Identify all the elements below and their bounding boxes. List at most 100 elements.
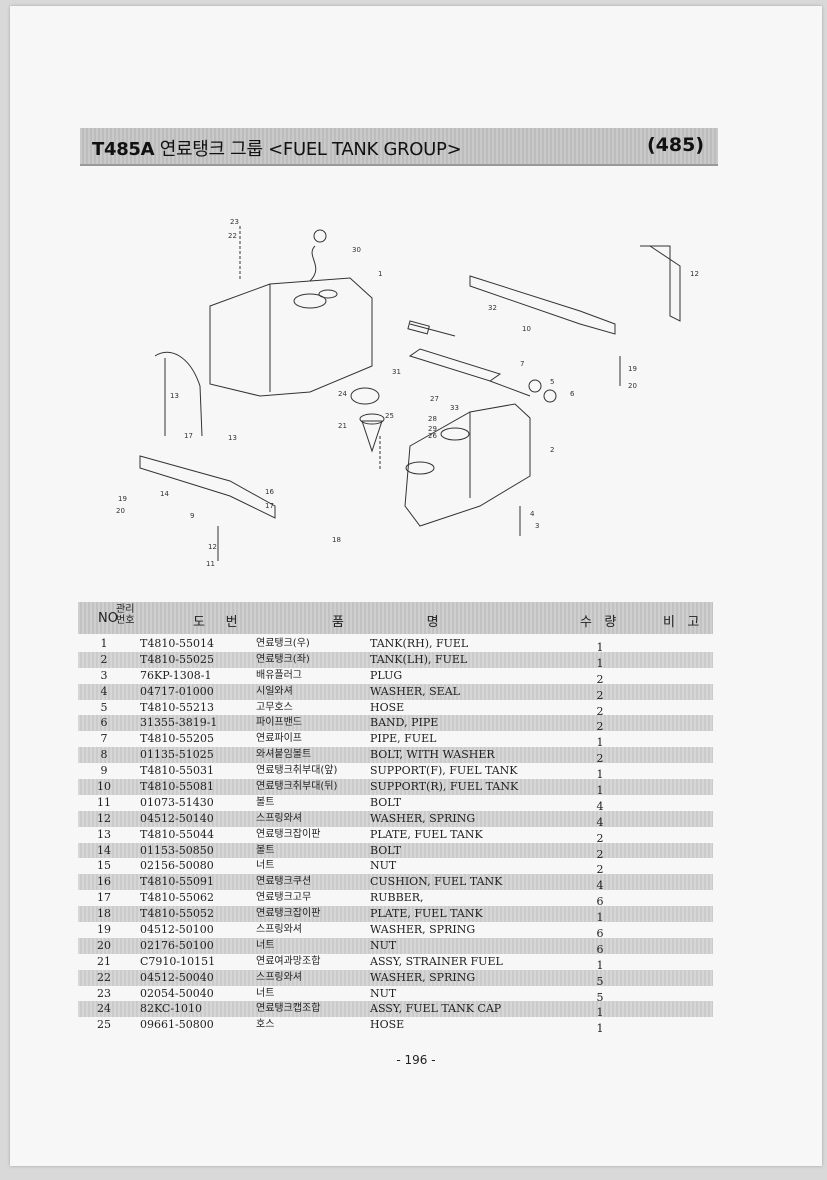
part-code: 04512-50100	[140, 923, 214, 937]
part-name-english: RUBBER,	[370, 891, 424, 905]
group-code: T485A	[92, 139, 155, 160]
svg-text:33: 33	[450, 404, 459, 412]
row-number: 13	[97, 827, 111, 841]
part-name-english: WASHER, SEAL	[370, 684, 460, 698]
group-name: 연료탱크 그룹 <FUEL TANK GROUP>	[159, 139, 462, 160]
part-name-korean: 너트	[256, 987, 275, 999]
part-quantity: 4	[596, 815, 604, 829]
part-code: T4810-55052	[140, 907, 215, 921]
part-code: 02054-50040	[140, 986, 214, 1000]
row-number: 15	[97, 859, 111, 873]
row-number: 19	[97, 923, 111, 937]
svg-text:7: 7	[520, 360, 524, 368]
part-name-korean: 연료탱크(우)	[256, 638, 310, 649]
row-number: 7	[100, 732, 108, 746]
svg-text:19: 19	[628, 365, 637, 373]
part-name-korean: 스프링와셔	[256, 924, 302, 936]
part-code: 31355-3819-1	[140, 716, 218, 730]
part-name-english: PLATE, FUEL TANK	[370, 827, 483, 841]
part-name-english: PIPE, FUEL	[370, 732, 437, 746]
part-quantity: 4	[596, 799, 604, 813]
part-quantity: 1	[596, 736, 604, 750]
part-quantity: 2	[596, 704, 604, 718]
header-part-code: 도 번	[193, 615, 238, 630]
part-name-korean: 연료탱크고무	[256, 892, 312, 904]
part-code: T4810-55205	[140, 732, 215, 746]
part-name-english: BAND, PIPE	[370, 716, 439, 730]
part-quantity: 2	[596, 752, 604, 766]
part-quantity: 6	[596, 895, 604, 909]
svg-text:1: 1	[378, 270, 382, 278]
row-number: 20	[97, 938, 111, 952]
part-quantity: 1	[596, 1006, 604, 1020]
part-name-english: NUT	[370, 859, 397, 873]
svg-text:14: 14	[160, 490, 169, 498]
part-code: C7910-10151	[140, 954, 216, 968]
part-code: 02156-50080	[140, 859, 214, 873]
part-quantity: 1	[596, 958, 604, 972]
part-name-korean: 연료탱크잡이판	[256, 828, 321, 840]
part-name-english: ASSY, FUEL TANK CAP	[370, 1002, 502, 1016]
row-number: 21	[97, 954, 111, 968]
page-number: - 196 -	[396, 1053, 436, 1067]
svg-text:6: 6	[570, 390, 575, 398]
row-number: 3	[100, 668, 108, 682]
part-name-english: PLUG	[370, 668, 403, 682]
svg-text:26: 26	[428, 432, 437, 440]
svg-text:20: 20	[628, 382, 637, 390]
part-code: 02176-50100	[140, 938, 214, 952]
svg-text:18: 18	[332, 536, 341, 544]
part-quantity: 2	[596, 688, 604, 702]
svg-text:23: 23	[230, 218, 239, 226]
svg-text:28: 28	[428, 415, 437, 423]
part-quantity: 1	[596, 641, 604, 654]
part-name-english: SUPPORT(F), FUEL TANK	[370, 764, 518, 778]
row-number: 18	[97, 907, 111, 921]
part-name-korean: 연료탱크취부대(앞)	[256, 765, 338, 777]
svg-text:20: 20	[116, 507, 125, 515]
part-name-english: NUT	[370, 938, 397, 952]
parts-table-header: NO 관리 번호 도 번 품 명 수 량 비 고	[78, 602, 713, 634]
part-name-korean: 연료탱크쿠션	[256, 876, 312, 888]
svg-text:32: 32	[488, 304, 497, 312]
part-name-korean: 연료파이프	[256, 733, 302, 745]
svg-text:13: 13	[170, 392, 179, 400]
part-code: 04512-50040	[140, 970, 214, 984]
row-number: 4	[100, 684, 108, 698]
part-code: 04717-01000	[140, 684, 214, 698]
part-quantity: 4	[596, 879, 604, 893]
part-code: 01135-51025	[140, 748, 214, 762]
group-header: T485A 연료탱크 그룹 <FUEL TANK GROUP> (485)	[80, 128, 718, 166]
svg-text:13: 13	[228, 434, 237, 442]
part-code: T4810-55044	[140, 827, 215, 841]
part-name-korean: 배유플러그	[256, 669, 302, 681]
part-quantity: 6	[596, 942, 604, 956]
row-number: 25	[97, 1018, 111, 1032]
svg-text:3: 3	[535, 522, 539, 530]
row-number: 9	[100, 764, 108, 778]
svg-text:10: 10	[522, 325, 531, 333]
row-number: 16	[97, 875, 111, 889]
svg-text:27: 27	[430, 395, 439, 403]
svg-text:16: 16	[265, 488, 274, 496]
part-code: T4810-55091	[140, 875, 215, 889]
part-name-english: HOSE	[370, 1018, 405, 1032]
row-number: 17	[97, 891, 111, 905]
svg-text:5: 5	[550, 378, 554, 386]
part-quantity: 2	[596, 863, 604, 877]
part-name-korean: 스프링와셔	[256, 812, 302, 824]
part-quantity: 6	[596, 927, 604, 941]
